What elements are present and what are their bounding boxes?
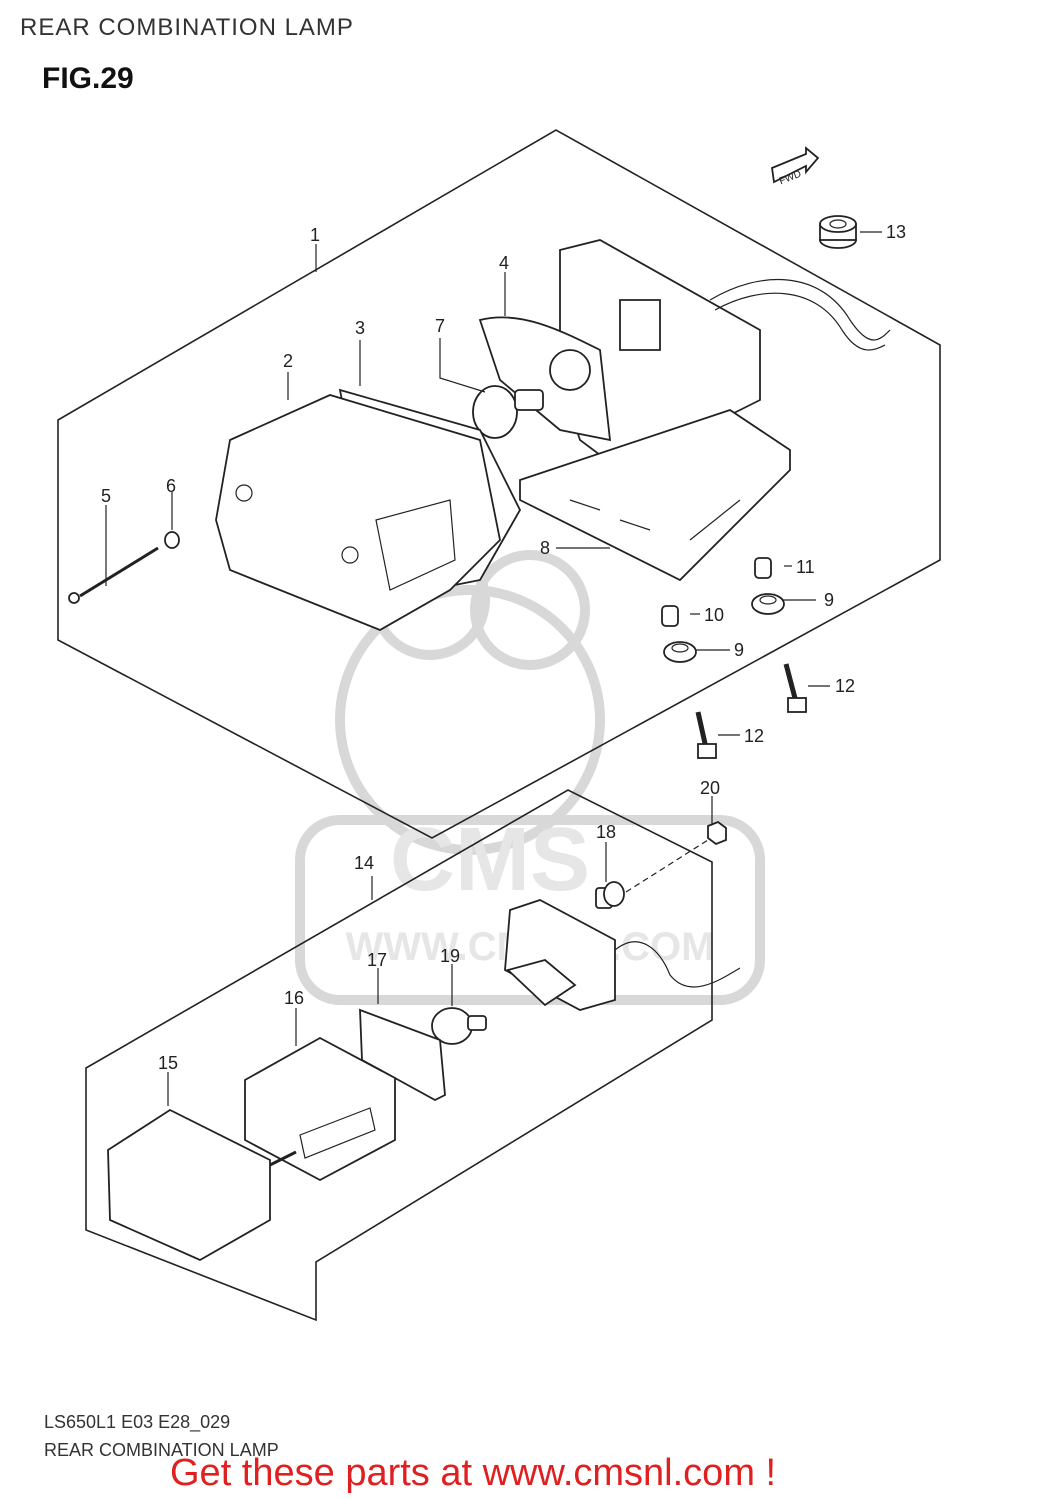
callout-16: 16 — [284, 988, 304, 1008]
washer-part-6 — [164, 531, 180, 549]
callout-20: 20 — [700, 778, 720, 798]
collar-part-10 — [661, 605, 679, 627]
callout-5: 5 — [101, 486, 111, 506]
grommet-part-9-b — [663, 641, 697, 663]
rivet-part-18 — [595, 839, 709, 909]
callout-6: 6 — [166, 476, 176, 496]
lamp-housing-part-4 — [478, 239, 891, 472]
bulb-part-19 — [431, 1007, 487, 1045]
callout-19: 19 — [440, 946, 460, 966]
callout-4: 4 — [499, 253, 509, 273]
bolt-part-12-a — [783, 663, 807, 713]
callout-12-a: 12 — [835, 676, 855, 696]
grommet-part-13 — [819, 215, 857, 249]
bracket-part-8 — [519, 409, 791, 582]
callout-17: 17 — [367, 950, 387, 970]
lens-part-15 — [107, 1108, 297, 1262]
callout-14: 14 — [354, 853, 374, 873]
leader-lines — [105, 231, 882, 1106]
footer-title: REAR COMBINATION LAMP — [44, 1440, 279, 1460]
collar-part-11 — [754, 557, 772, 579]
callout-13: 13 — [886, 222, 906, 242]
callout-11: 11 — [796, 557, 815, 577]
lens-part-2 — [215, 394, 501, 631]
page-title: REAR COMBINATION LAMP — [20, 14, 354, 41]
figure-label: FIG.29 — [42, 62, 134, 95]
watermark-logo-text: CMS — [390, 810, 590, 910]
callout-15: 15 — [158, 1053, 178, 1073]
callout-9-b: 9 — [734, 640, 744, 660]
callout-10: 10 — [704, 605, 724, 625]
screw-part-5 — [68, 546, 159, 604]
callout-18: 18 — [596, 822, 616, 842]
promo-banner-link[interactable]: Get these parts at www.cmsnl.com ! — [170, 1452, 777, 1494]
callout-3: 3 — [355, 318, 365, 338]
assembly-frame-14 — [85, 789, 713, 1322]
watermark: CMS WWW.CMSNL.COM — [295, 540, 765, 1005]
bolt-part-12-b — [695, 711, 717, 759]
callout-12-b: 12 — [744, 726, 764, 746]
lens-cover-part-16 — [244, 1036, 396, 1182]
assembly-frame-1 — [57, 129, 941, 839]
callout-7: 7 — [435, 316, 445, 336]
gasket-part-17 — [359, 1008, 446, 1102]
diagram-code: LS650L1 E03 E28_029 — [44, 1412, 231, 1432]
license-lamp-housing — [504, 899, 741, 1011]
callout-8: 8 — [540, 538, 550, 558]
callout-1: 1 — [310, 225, 320, 245]
fwd-arrow-icon: FWD — [771, 146, 820, 187]
bulb-part-7 — [472, 385, 544, 439]
nut-part-20 — [707, 820, 727, 846]
callout-2: 2 — [283, 351, 293, 371]
callout-9-a: 9 — [824, 590, 834, 610]
grommet-part-9-a — [751, 593, 785, 615]
